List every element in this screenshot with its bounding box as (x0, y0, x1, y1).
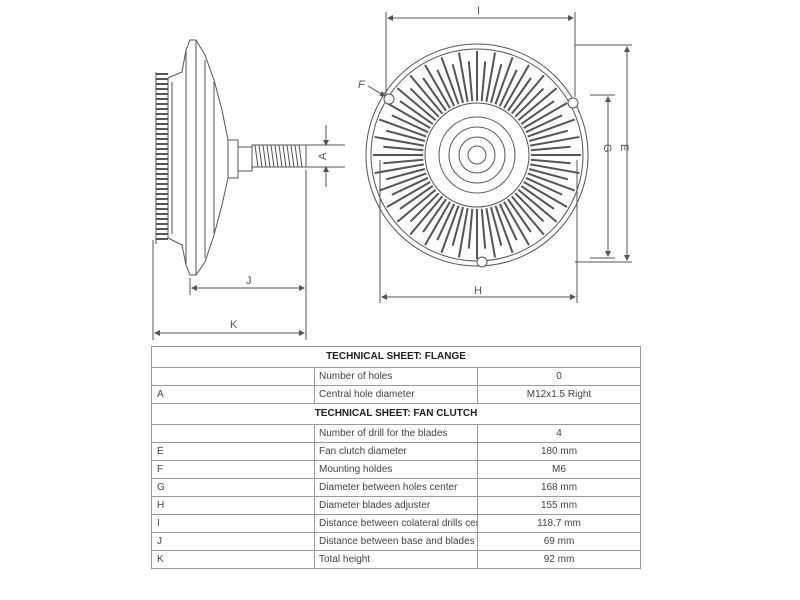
row-code: F (151, 460, 315, 479)
row-code (151, 424, 315, 443)
row-label: Central hole diameter (314, 385, 478, 404)
row-label: Fan clutch diameter (314, 442, 478, 461)
row-label: Mounting holdes (314, 460, 478, 479)
label-e: E (618, 144, 630, 151)
row-code (151, 367, 315, 386)
table-row: Number of holes 0 (151, 367, 641, 386)
row-label: Number of holes (314, 367, 478, 386)
label-g: G (601, 144, 613, 153)
dimension-a (306, 125, 345, 187)
label-h: H (474, 285, 482, 297)
row-value: M12x1.5 Right (477, 385, 641, 404)
side-view (155, 39, 307, 276)
table-row: E Fan clutch diameter 180 mm (151, 442, 641, 461)
row-code: A (151, 385, 315, 404)
row-label: Diameter between holes center (314, 478, 478, 497)
row-code: J (151, 532, 315, 551)
dimension-g-e (575, 44, 632, 263)
row-value: 118.7 mm (477, 514, 641, 533)
row-label: Diameter blades adjuster (314, 496, 478, 515)
front-view (365, 43, 589, 268)
clutch-title-row: TECHNICAL SHEET: FAN CLUTCH (151, 403, 641, 425)
table-row: K Total height 92 mm (151, 550, 641, 569)
label-f: F (358, 79, 366, 91)
row-label: Number of drill for the blades (314, 424, 478, 443)
row-code: G (151, 478, 315, 497)
label-j: J (246, 275, 252, 287)
row-code: E (151, 442, 315, 461)
row-value: 0 (477, 367, 641, 386)
flange-title-row: TECHNICAL SHEET: FLANGE (151, 346, 641, 368)
row-value: 180 mm (477, 442, 641, 461)
table-row: J Distance between base and blades suppo… (151, 532, 641, 551)
table-row: Number of drill for the blades 4 (151, 424, 641, 443)
label-a: A (317, 152, 329, 160)
row-value: 92 mm (477, 550, 641, 569)
shaft-threads (254, 144, 303, 168)
dimension-h (379, 160, 578, 303)
table-row: F Mounting holdes M6 (151, 460, 641, 479)
row-code: K (151, 550, 315, 569)
row-code: H (151, 496, 315, 515)
row-label: Distance between base and blades support (314, 532, 478, 551)
row-value: M6 (477, 460, 641, 479)
row-label: Distance between colateral drills center (314, 514, 478, 533)
radial-fins (373, 51, 581, 259)
table-row: A Central hole diameter M12x1.5 Right (151, 385, 641, 404)
row-value: 4 (477, 424, 641, 443)
dimension-f (367, 85, 386, 97)
technical-sheet-table: TECHNICAL SHEET: FLANGE Number of holes … (151, 346, 641, 569)
table-row: I Distance between colateral drills cent… (151, 514, 641, 533)
clutch-title: TECHNICAL SHEET: FAN CLUTCH (151, 403, 641, 425)
dimension-i (385, 12, 576, 97)
row-label: Total height (314, 550, 478, 569)
flange-title: TECHNICAL SHEET: FLANGE (151, 346, 641, 368)
row-code: I (151, 514, 315, 533)
technical-drawing: A J K I F (152, 5, 632, 340)
dimension-j (189, 170, 307, 340)
row-value: 69 mm (477, 532, 641, 551)
dimension-k (152, 240, 305, 340)
row-value: 155 mm (477, 496, 641, 515)
label-i: I (477, 5, 480, 17)
back-fins (155, 72, 168, 244)
row-value: 168 mm (477, 478, 641, 497)
label-k: K (230, 319, 238, 331)
table-row: G Diameter between holes center 168 mm (151, 478, 641, 497)
table-row: H Diameter blades adjuster 155 mm (151, 496, 641, 515)
